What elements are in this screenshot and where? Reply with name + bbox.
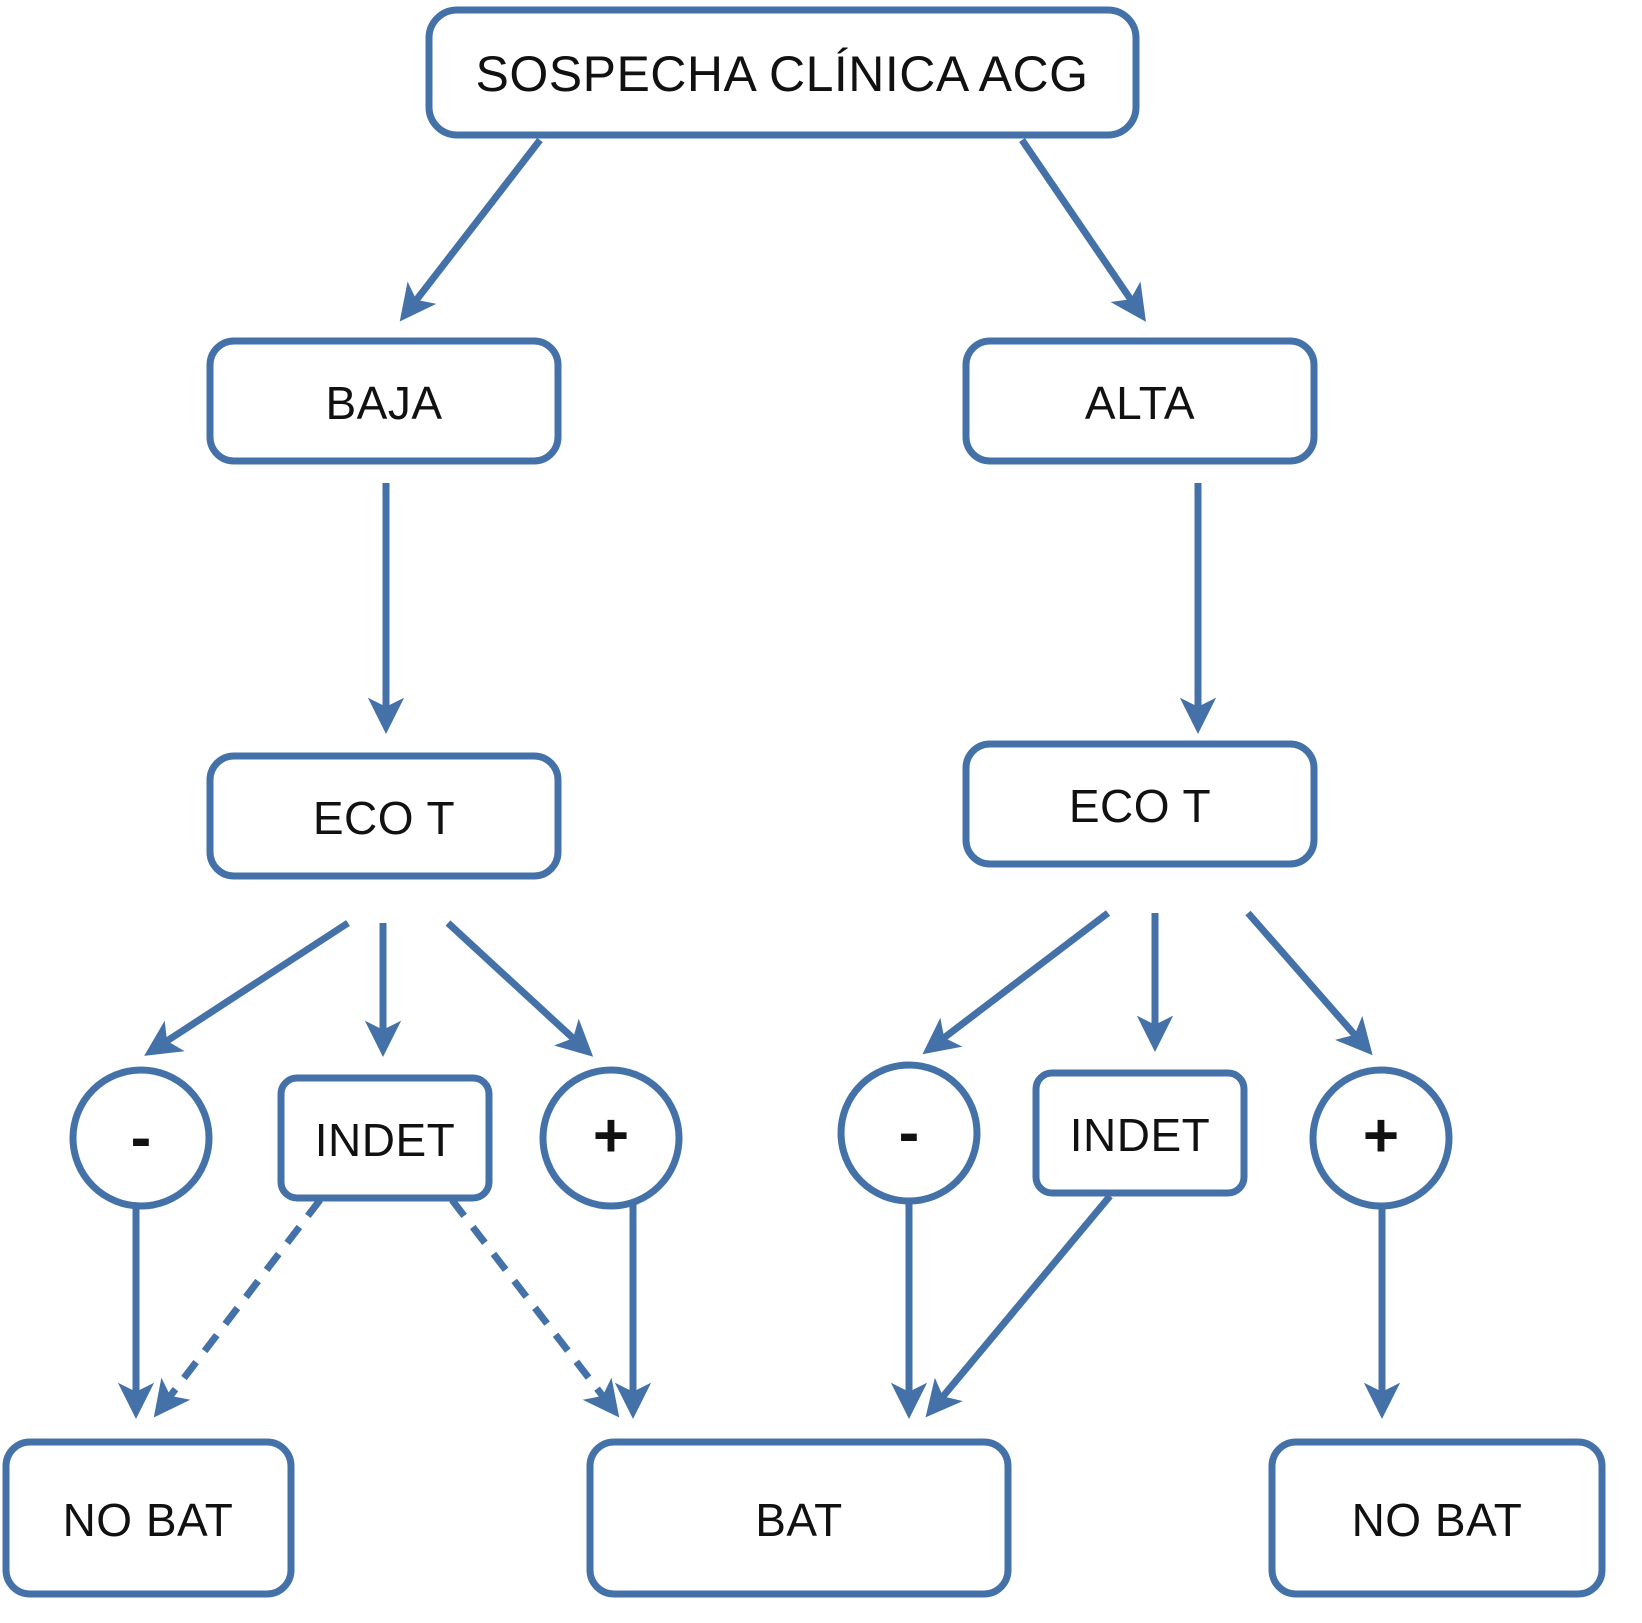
outcome-no-biopsy-left-label: NO BAT	[63, 1494, 234, 1546]
node-result-positive-left[interactable]: +	[539, 1066, 683, 1210]
result-negative-left-label: -	[131, 1104, 152, 1173]
outcome-biopsy-center-box[interactable]	[586, 1438, 1012, 1598]
edge-suspicion-to-alta	[1019, 138, 1146, 322]
eco-t-right-label: ECO T	[1069, 780, 1211, 832]
edge-indet-left-to-nobat	[153, 1197, 323, 1418]
low-probability-label: BAJA	[325, 377, 442, 429]
eco-t-right-box[interactable]	[962, 740, 1318, 868]
edge-indet-right-to-bat	[925, 1193, 1113, 1418]
outcome-no-biopsy-right-label: NO BAT	[1352, 1494, 1523, 1546]
result-indeterminate-left-label: INDET	[315, 1114, 456, 1166]
node-eco-t-left[interactable]: ECO T	[206, 752, 562, 880]
result-positive-left-label: +	[593, 1102, 629, 1171]
high-probability-label: ALTA	[1085, 377, 1195, 429]
node-eco-t-right[interactable]: ECO T	[962, 740, 1318, 868]
edge-ecot-right-to-negative	[922, 910, 1111, 1055]
result-indeterminate-left-box[interactable]	[277, 1074, 493, 1202]
outcome-biopsy-center-label: BAT	[755, 1494, 843, 1546]
node-outcome-no-biopsy-right[interactable]: NO BAT	[1268, 1438, 1606, 1598]
node-result-negative-left[interactable]: -	[69, 1066, 213, 1210]
high-probability-box[interactable]	[962, 337, 1318, 465]
low-probability-box[interactable]	[206, 337, 562, 465]
result-positive-right-circle[interactable]	[1309, 1066, 1453, 1210]
edge-suspicion-to-baja	[399, 137, 543, 322]
result-indeterminate-right-label: INDET	[1070, 1109, 1211, 1161]
edge-layer	[117, 137, 1401, 1420]
node-outcome-no-biopsy-left[interactable]: NO BAT	[2, 1438, 295, 1598]
edge-indet-left-to-bat	[449, 1197, 620, 1418]
eco-t-left-box[interactable]	[206, 752, 562, 880]
node-high-probability[interactable]: ALTA	[962, 337, 1318, 465]
node-outcome-biopsy-center[interactable]: BAT	[586, 1438, 1012, 1598]
node-result-positive-right[interactable]: +	[1309, 1066, 1453, 1210]
eco-t-left-label: ECO T	[313, 792, 455, 844]
result-positive-left-circle[interactable]	[539, 1066, 683, 1210]
result-positive-right-label: +	[1363, 1102, 1399, 1171]
result-negative-right-label: -	[899, 1099, 920, 1168]
outcome-no-biopsy-right-box[interactable]	[1268, 1438, 1606, 1598]
node-clinical-suspicion-acg[interactable]: SOSPECHA CLÍNICA ACG	[425, 6, 1140, 139]
outcome-no-biopsy-left-box[interactable]	[2, 1438, 295, 1598]
result-indeterminate-right-box[interactable]	[1032, 1069, 1248, 1197]
edge-ecot-left-to-positive	[445, 920, 594, 1057]
node-result-indeterminate-left[interactable]: INDET	[277, 1074, 493, 1202]
edge-ecot-right-to-positive	[1245, 910, 1373, 1056]
node-low-probability[interactable]: BAJA	[206, 337, 562, 465]
edge-ecot-left-to-negative	[144, 920, 350, 1056]
result-negative-right-circle[interactable]	[837, 1061, 981, 1205]
clinical-suspicion-box[interactable]	[425, 6, 1140, 139]
clinical-suspicion-label: SOSPECHA CLÍNICA ACG	[476, 46, 1089, 102]
node-result-negative-right[interactable]: -	[837, 1061, 981, 1205]
node-result-indeterminate-right[interactable]: INDET	[1032, 1069, 1248, 1197]
result-negative-left-circle[interactable]	[69, 1066, 213, 1210]
